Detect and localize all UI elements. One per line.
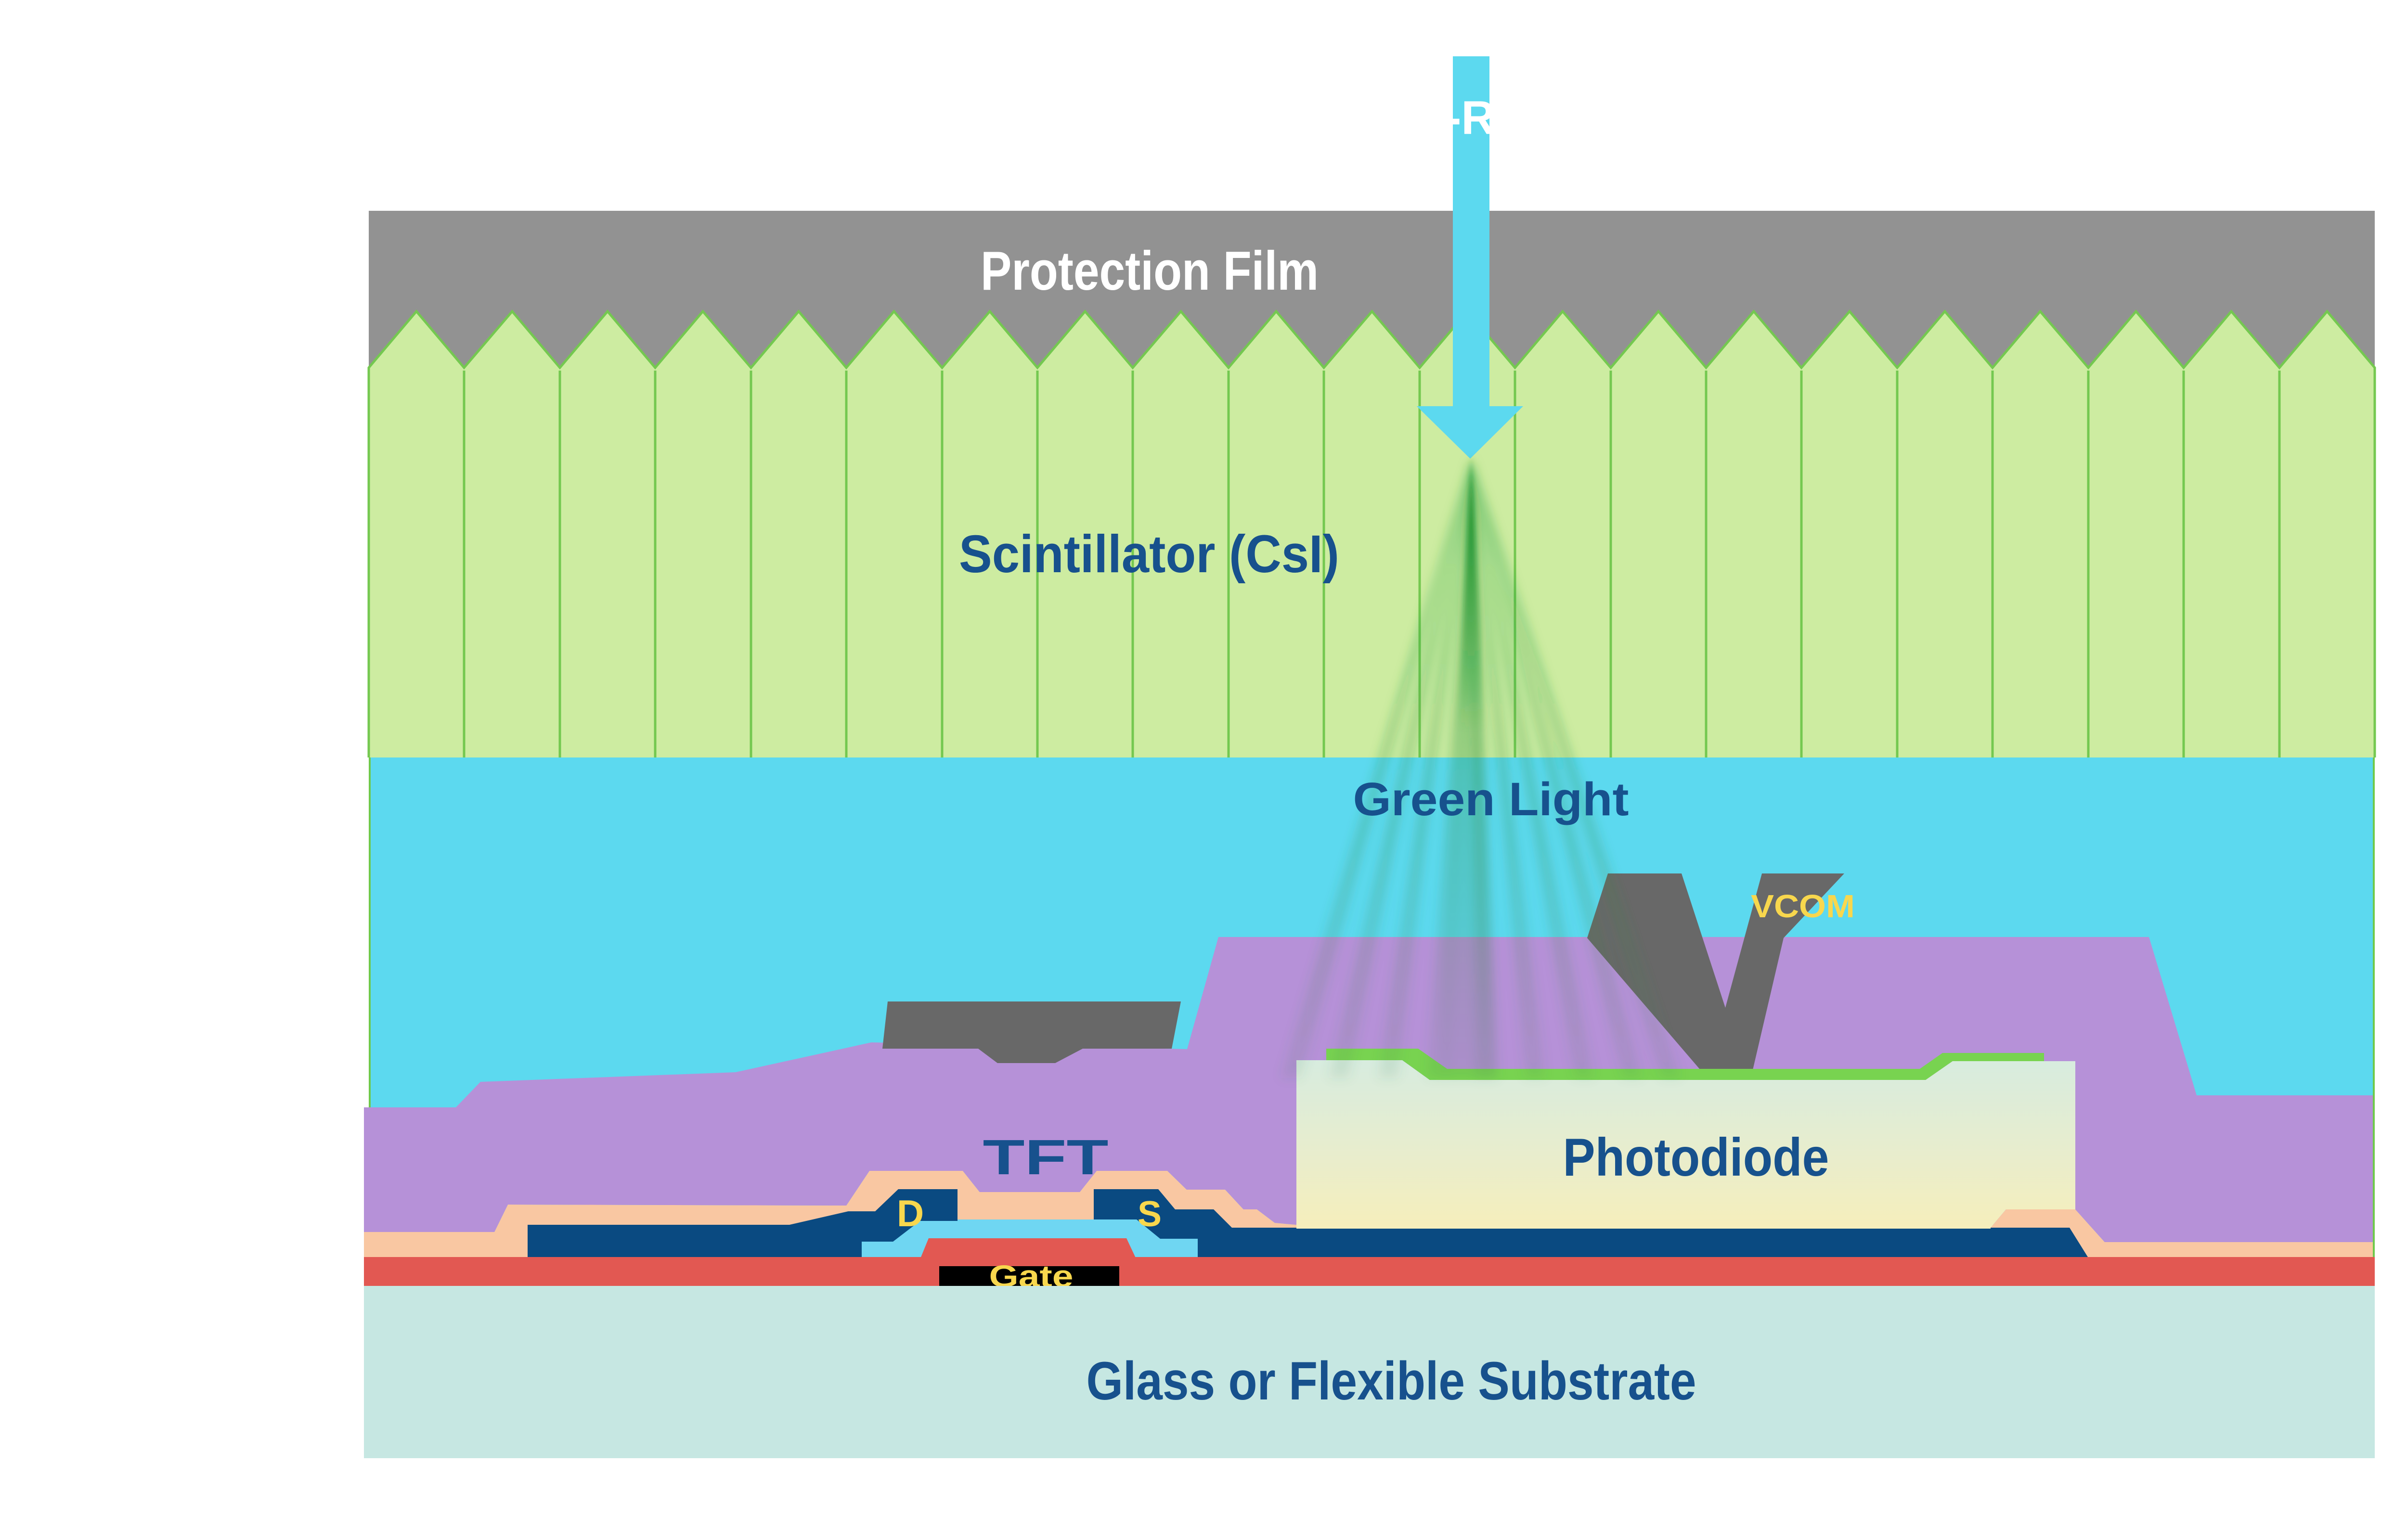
svg-text:S: S [1138,1194,1162,1234]
svg-text:X-Ray: X-Ray [1414,91,1547,144]
svg-text:Protection Film: Protection Film [981,241,1319,302]
svg-text:Green Light: Green Light [1353,773,1629,825]
svg-text:Scintillator (CsI): Scintillator (CsI) [959,525,1339,584]
svg-text:TFT: TFT [983,1129,1109,1185]
svg-text:D: D [897,1192,924,1234]
svg-text:Glass or Flexible Substrate: Glass or Flexible Substrate [1087,1351,1696,1411]
svg-text:Photodiode: Photodiode [1563,1128,1829,1187]
svg-text:VCOM: VCOM [1751,888,1855,924]
